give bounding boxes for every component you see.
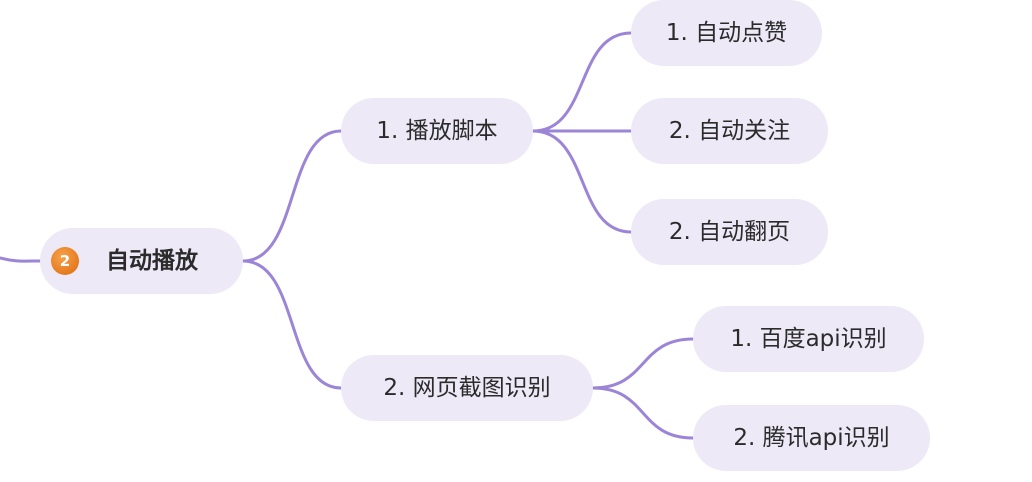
- root-node[interactable]: 2 自动播放: [40, 228, 243, 294]
- leaf-node-auto-follow[interactable]: 2. 自动关注: [631, 98, 828, 164]
- root-node-label: 自动播放: [106, 248, 198, 274]
- leaf-node-label: 2. 腾讯api识别: [733, 425, 890, 451]
- branch-node-label: 2. 网页截图识别: [383, 375, 551, 401]
- leaf-node-label: 2. 自动关注: [668, 118, 791, 144]
- connector-incoming: [0, 256, 42, 263]
- leaf-node-auto-like[interactable]: 1. 自动点赞: [631, 0, 822, 66]
- priority-badge-icon: 2: [51, 247, 79, 275]
- leaf-node-baidu-api-recognition[interactable]: 1. 百度api识别: [693, 306, 924, 372]
- connector-branch-2-child-2: [591, 386, 695, 440]
- leaf-node-auto-page-turn[interactable]: 2. 自动翻页: [631, 199, 828, 265]
- leaf-node-label: 2. 自动翻页: [668, 219, 791, 245]
- connector-branch-1-child-3: [531, 129, 633, 234]
- branch-node-playback-script[interactable]: 1. 播放脚本: [341, 98, 533, 164]
- branch-node-label: 1. 播放脚本: [376, 118, 498, 144]
- connector-branch-1-child-1: [531, 31, 633, 133]
- leaf-node-label: 1. 自动点赞: [665, 20, 788, 46]
- leaf-node-label: 1. 百度api识别: [730, 326, 887, 352]
- connector-root-branch-1: [241, 129, 343, 263]
- connector-branch-2-child-1: [591, 337, 695, 390]
- branch-node-screenshot-recognition[interactable]: 2. 网页截图识别: [341, 355, 593, 421]
- leaf-node-tencent-api-recognition[interactable]: 2. 腾讯api识别: [693, 405, 930, 471]
- connector-root-branch-2: [241, 259, 343, 390]
